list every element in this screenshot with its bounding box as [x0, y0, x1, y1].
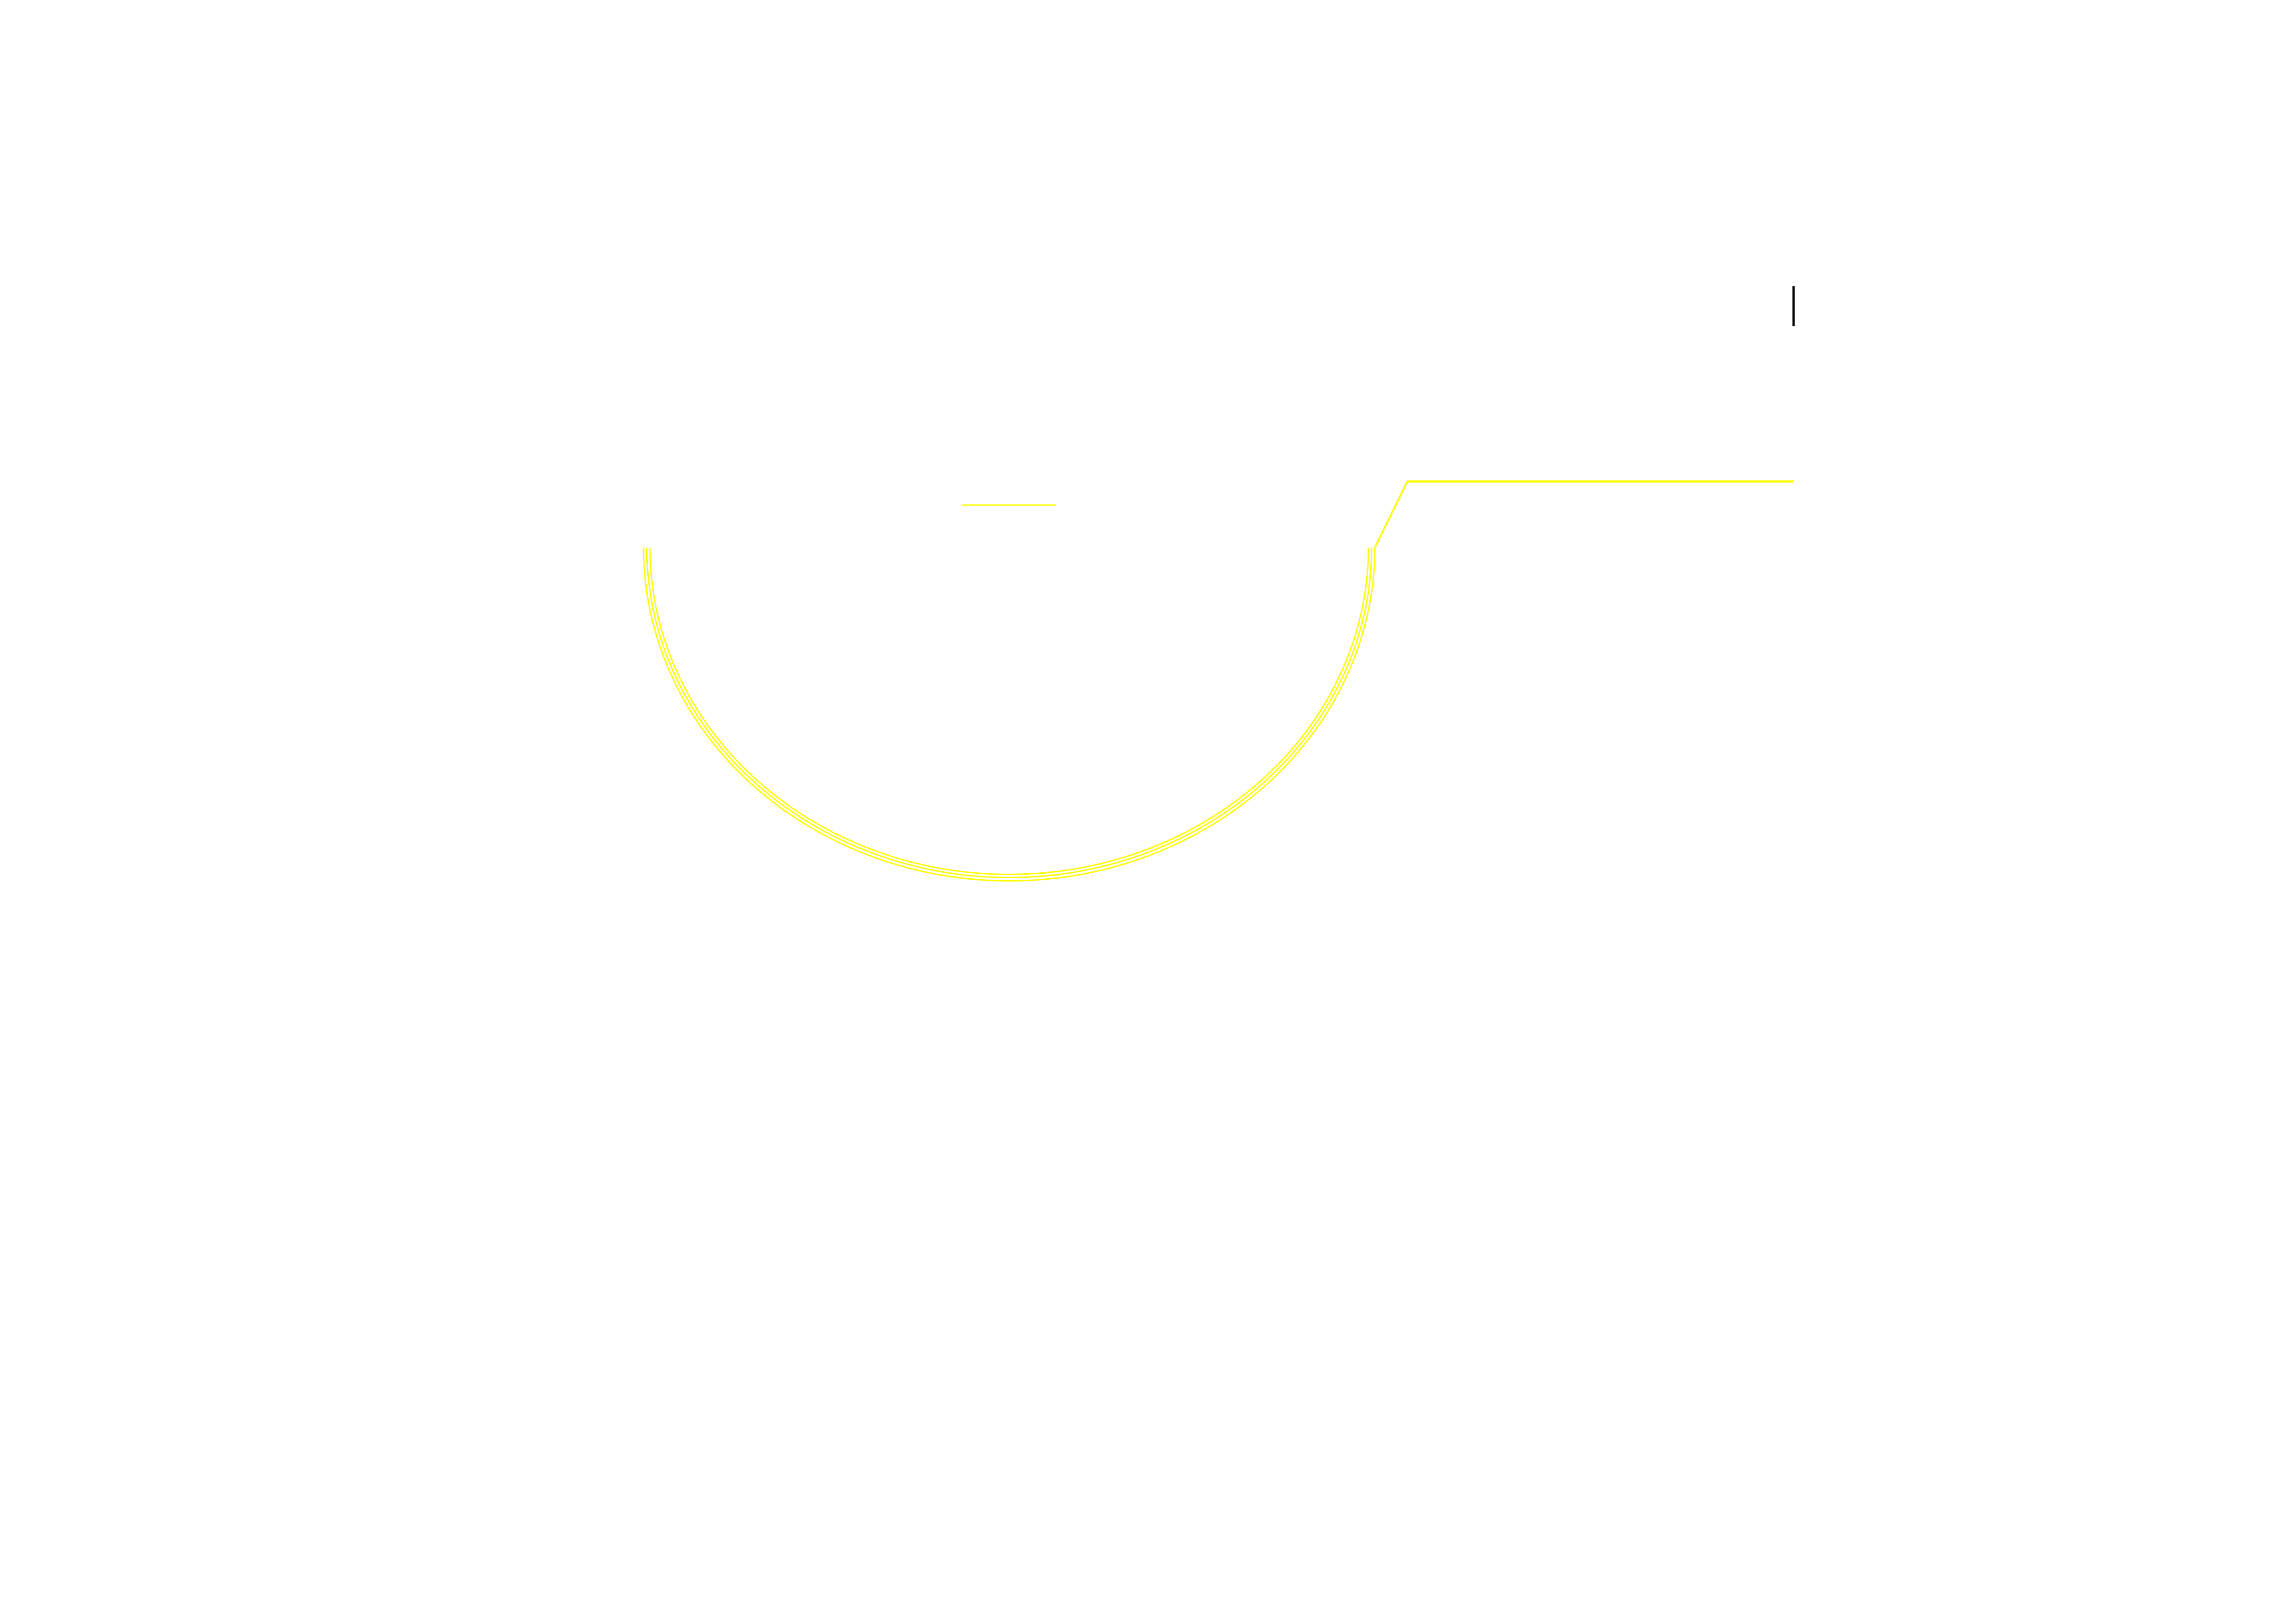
slanted-segment: [1374, 481, 1408, 548]
semicircle-arc: [643, 547, 1376, 882]
